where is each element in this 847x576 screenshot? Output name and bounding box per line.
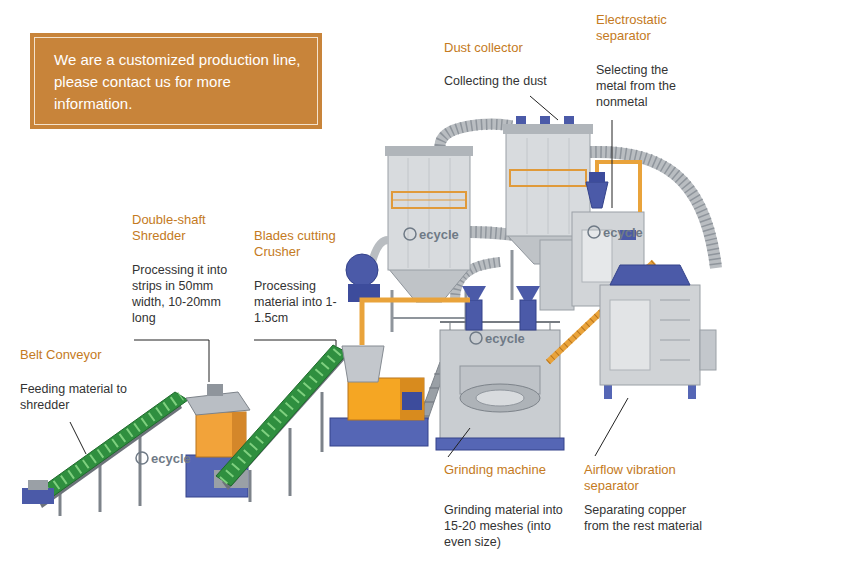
belt-conveyor-1 — [28, 480, 48, 490]
machine-description: Selecting the metal from the nonmetal — [596, 62, 701, 110]
double-shaft-shredder — [186, 384, 250, 497]
airflow-vibration-separator — [660, 360, 690, 361]
grinding-machine — [476, 390, 524, 406]
air-duct — [440, 124, 512, 146]
machine-name: Grinding machine — [444, 462, 574, 478]
machine-description: Feeding material to shredder — [20, 381, 135, 413]
leader-line — [530, 96, 558, 120]
grinding-machine — [460, 384, 540, 412]
electrostatic-separator — [589, 172, 605, 182]
machine-description: Collecting the dust — [444, 73, 584, 89]
watermark-icon — [136, 452, 148, 464]
dust-collector-left — [388, 150, 470, 270]
electrostatic-separator — [597, 162, 640, 212]
airflow-vibration-separator — [600, 285, 700, 385]
belt-conveyor-2 — [216, 345, 348, 502]
blades-cutting-crusher — [402, 392, 422, 410]
machine-name: Belt Conveyor — [20, 347, 140, 363]
dust-collector-right — [540, 116, 550, 124]
dust-collector-right — [564, 116, 574, 124]
leader-line — [448, 428, 470, 457]
banner-text: We are a customized production line, ple… — [54, 49, 304, 115]
dust-collector-left — [429, 158, 430, 268]
dust-collector-right — [516, 116, 526, 124]
grinding-machine — [550, 322, 551, 330]
dust-collector-left — [372, 240, 388, 262]
dust-collector-left — [408, 158, 409, 268]
machine-name: Double-shaft Shredder — [132, 212, 232, 244]
airflow-vibration-separator — [660, 300, 690, 301]
belt-conveyor-2 — [216, 345, 348, 486]
dust-collector-left — [388, 268, 470, 302]
leader-line — [612, 120, 613, 208]
leader-line — [70, 422, 86, 454]
dust-collector-left — [385, 146, 473, 156]
grinding-machine — [466, 300, 482, 330]
watermark-icon — [588, 226, 600, 238]
grinding-machine — [520, 300, 536, 330]
info-banner: We are a customized production line, ple… — [30, 33, 322, 129]
airflow-vibration-separator — [700, 330, 716, 370]
grinding-machine — [516, 286, 540, 300]
leader-line — [254, 340, 336, 346]
machine-description: Grinding material into 15-20 meshes (int… — [444, 502, 576, 550]
double-shaft-shredder — [207, 384, 223, 396]
belt-conveyor-2 — [249, 470, 252, 502]
watermark-icon — [404, 228, 416, 240]
dust-collector-left — [391, 290, 394, 332]
machine-name: Blades cutting Crusher — [254, 228, 354, 260]
blades-cutting-crusher — [342, 346, 384, 382]
leader-line — [595, 398, 628, 456]
airflow-vibration-separator — [610, 265, 690, 285]
electrostatic-separator — [540, 240, 574, 310]
leader-line — [70, 96, 628, 457]
airflow-vibration-separator — [660, 320, 690, 321]
dust-collector-left — [392, 317, 466, 319]
airflow-vibration-separator — [610, 300, 650, 370]
watermark: ecycle — [485, 331, 545, 346]
air-duct — [440, 124, 512, 146]
grinding-machine — [410, 286, 564, 450]
grinding-machine — [429, 388, 439, 389]
grinding-machine — [450, 322, 451, 330]
electrostatic-separator — [586, 182, 608, 208]
blades-cutting-crusher — [400, 378, 424, 420]
airflow-vibration-separator — [600, 265, 716, 399]
machine-name: Airflow vibration separator — [584, 462, 709, 494]
blades-cutting-crusher — [362, 300, 470, 345]
leader-line — [134, 340, 209, 382]
watermark-icon — [470, 332, 482, 344]
machine-name: Electrostatic separator — [596, 12, 706, 44]
machine-name: Dust collector — [444, 40, 584, 56]
watermark-icon — [136, 226, 600, 464]
airflow-vibration-separator — [660, 340, 690, 341]
dust-collector-left — [392, 200, 466, 201]
machine-description: Processing material into 1-1.5cm — [254, 278, 344, 326]
belt-conveyor-1 — [22, 488, 54, 504]
dust-collector-right — [503, 124, 593, 134]
blades-cutting-crusher — [330, 418, 428, 446]
dust-collector-left — [346, 254, 378, 286]
machine-description: Separating copper from the rest material — [584, 502, 709, 534]
watermark: ecycle — [419, 227, 479, 242]
watermark: ecycle — [151, 451, 211, 466]
grinding-machine — [424, 402, 434, 403]
grinding-machine — [440, 321, 560, 323]
machine-description: Processing it into strips in 50mm width,… — [132, 262, 247, 326]
belt-conveyor-2 — [321, 392, 324, 452]
belt-conveyor-2 — [289, 428, 292, 496]
blades-cutting-crusher — [348, 378, 424, 420]
belt-conveyor-2 — [223, 349, 340, 481]
dust-collector-left — [392, 192, 466, 208]
blades-cutting-crusher — [330, 300, 470, 446]
grinding-machine — [440, 330, 560, 440]
watermark: ecycle — [603, 225, 663, 240]
dust-collector-left — [450, 158, 451, 268]
dust-collector-right — [510, 170, 586, 186]
dust-collector-right — [511, 250, 514, 300]
